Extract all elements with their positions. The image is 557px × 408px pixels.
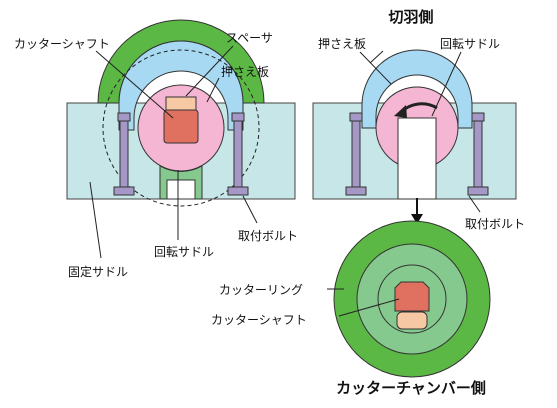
spacer-bottom (396, 311, 428, 330)
label-rotating-saddle-left: 回転サドル (154, 245, 214, 259)
title-chamber-side: カッターチャンバー側 (336, 379, 486, 397)
label-fixed-saddle: 固定サドル (68, 264, 128, 279)
dashed-outline-left (102, 49, 260, 207)
bolt-right-2 (467, 112, 489, 196)
rotating-saddle-right (375, 86, 459, 165)
bolt-right-1 (345, 112, 367, 196)
saddle-opening-right (397, 117, 437, 200)
press-plate-left (118, 40, 244, 131)
saddle-slot-left (166, 179, 196, 200)
spacer-block (165, 96, 197, 112)
label-press-plate-right: 押さえ板 (318, 37, 366, 51)
label-press-plate-left: 押さえ板 (221, 65, 269, 79)
label-spacer: スペーサ (226, 31, 273, 45)
label-cutter-shaft-bottom: カッターシャフト (211, 313, 307, 327)
press-plate-right (361, 49, 473, 129)
left-assembly (66, 19, 296, 207)
cutter-ring-assembly (333, 220, 491, 378)
label-rotating-saddle-right: 回転サドル (440, 37, 500, 51)
cutter-shaft-bottom (394, 281, 430, 312)
down-arrow-icon (411, 214, 423, 224)
title-cutter-side: 切羽側 (388, 8, 433, 26)
bolt-left-1 (113, 112, 135, 196)
label-mounting-bolt-right: 取付ボルト (465, 217, 525, 231)
leader-lines (89, 45, 481, 317)
right-assembly (312, 49, 517, 224)
label-mounting-bolt-left: 取付ボルト (238, 229, 298, 243)
rotation-arrowhead-icon (394, 105, 407, 118)
label-cutter-ring: カッターリング (219, 283, 303, 297)
bolt-left-2 (227, 112, 249, 196)
cutter-shaft-left (163, 109, 199, 144)
label-cutter-shaft: カッターシャフト (14, 37, 110, 51)
